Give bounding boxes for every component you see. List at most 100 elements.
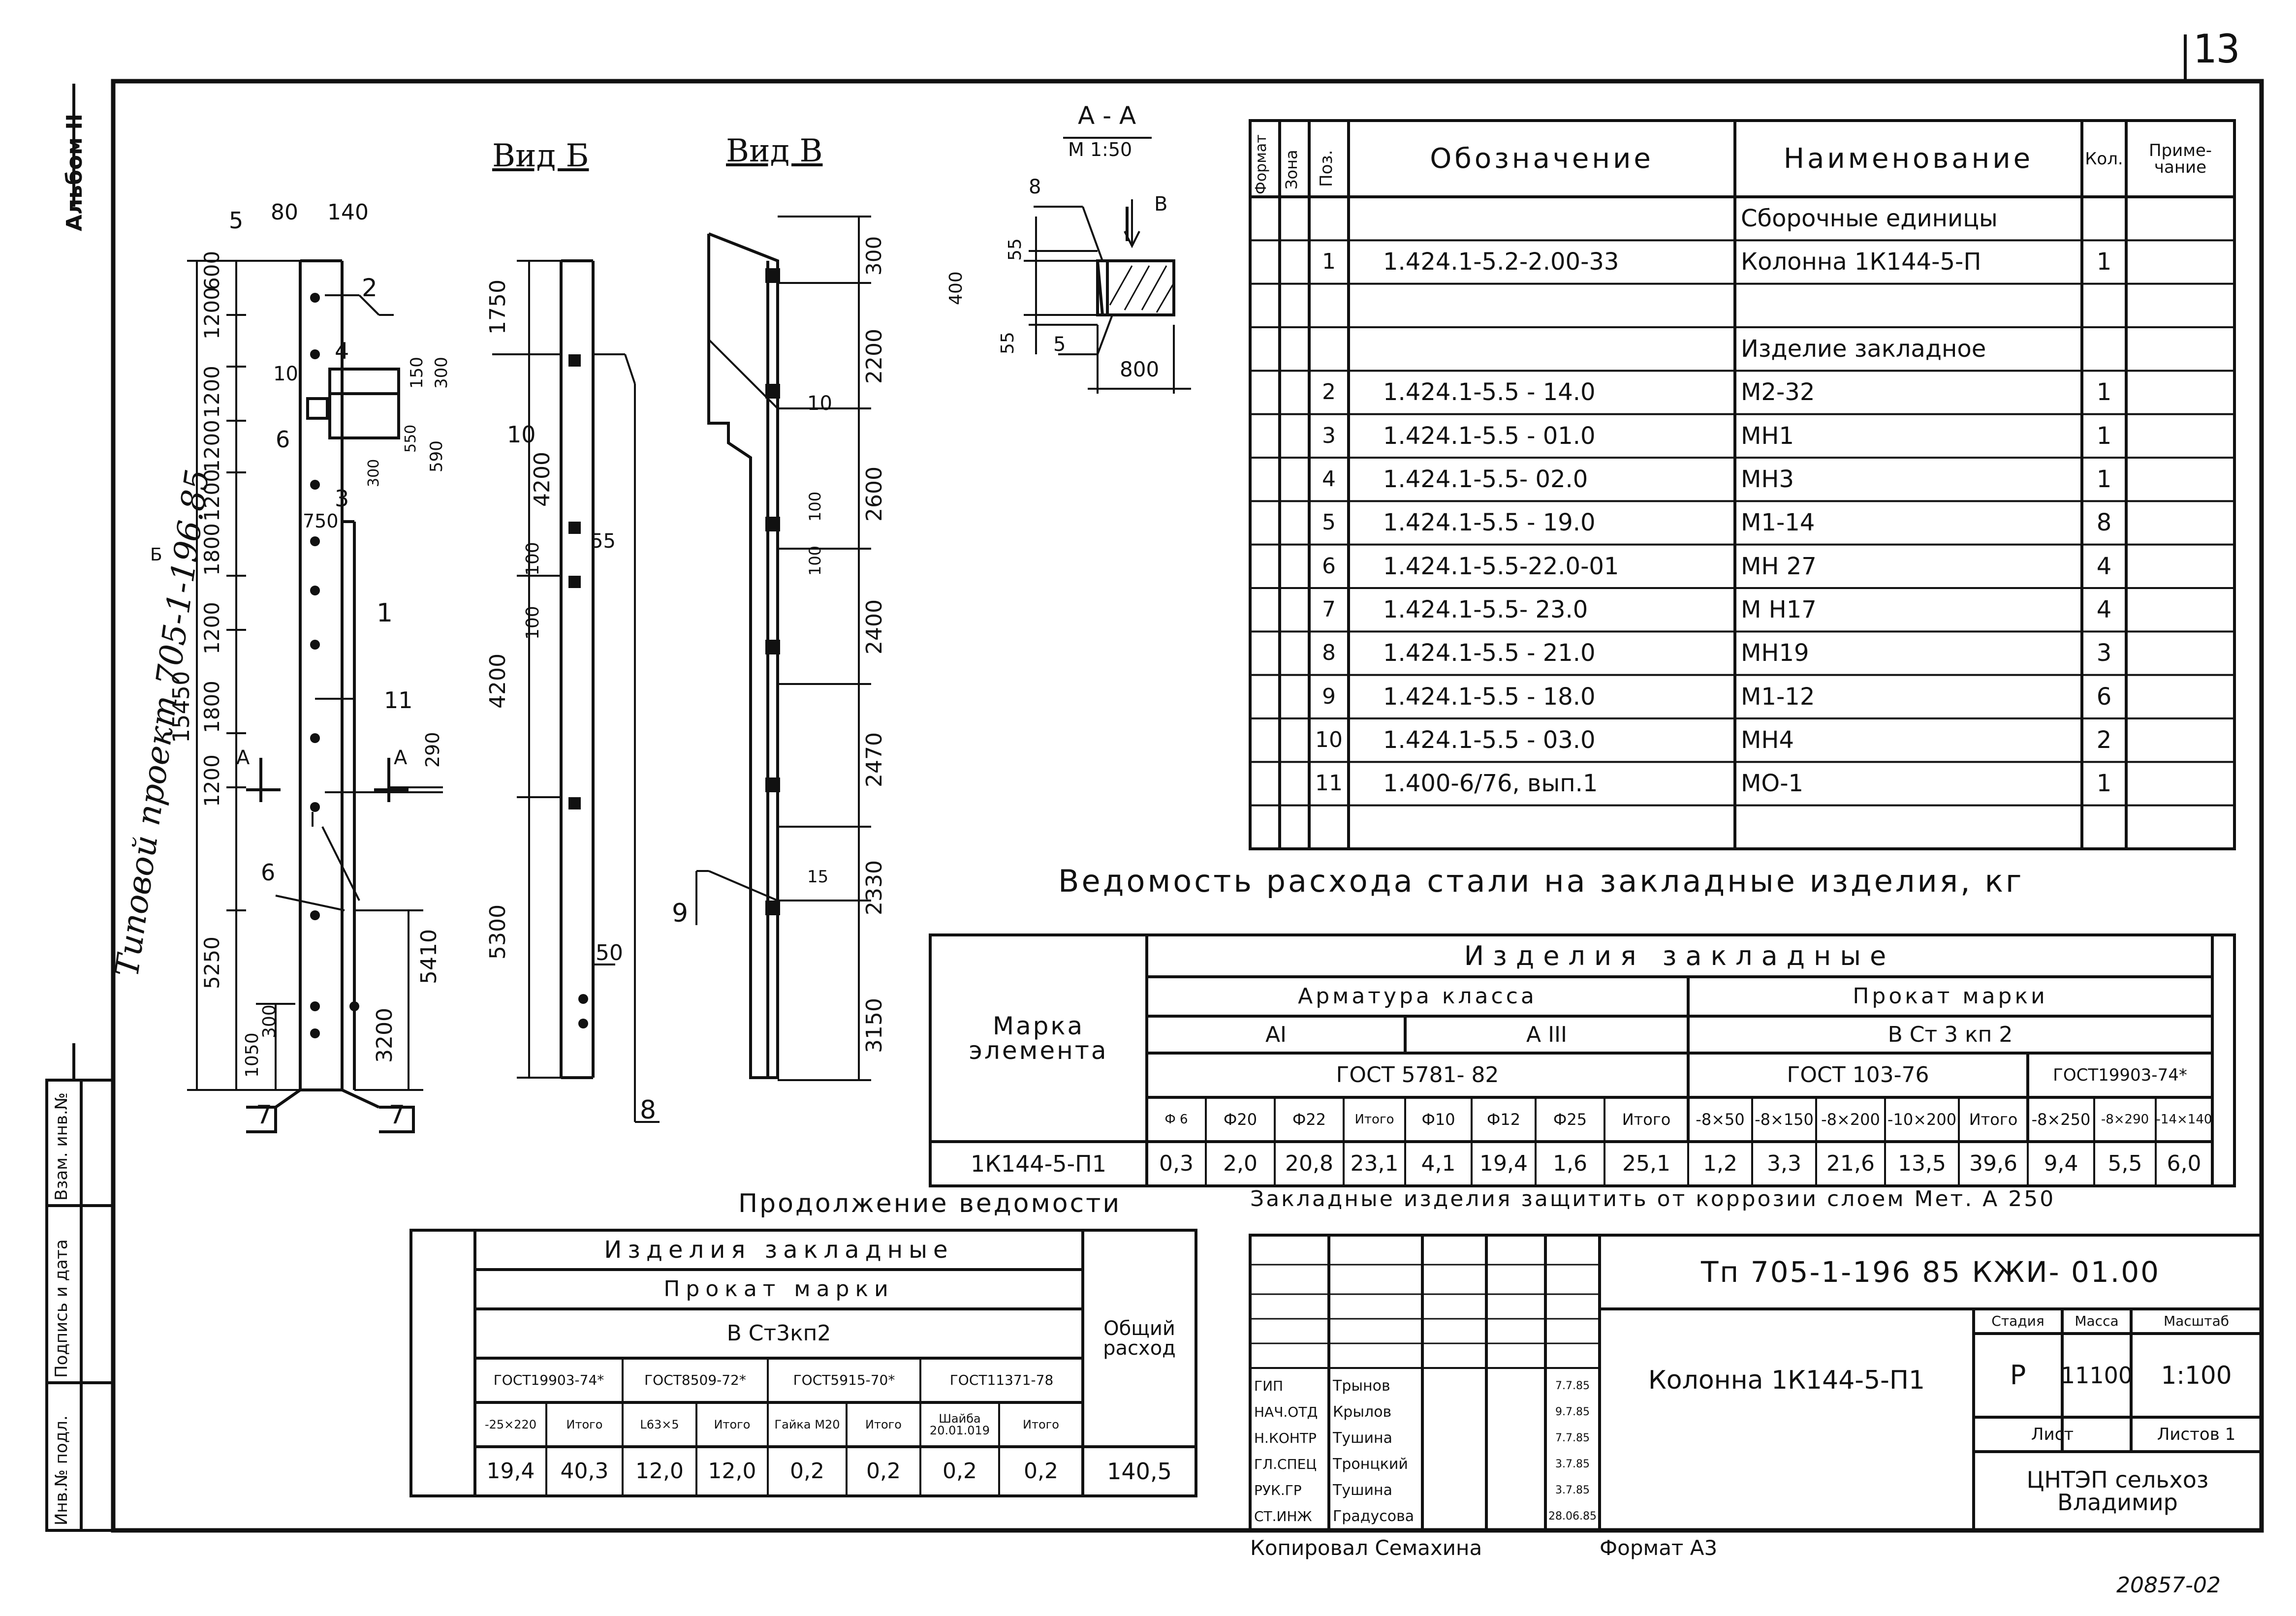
tb-role: РУК.ГР: [1254, 1482, 1302, 1498]
spec-cell-code: 1.424.1-5.2-2.00-33: [1383, 248, 1619, 276]
side-signature: Подпись и дата: [52, 1239, 71, 1378]
spec-cell-qty: 1: [2096, 466, 2112, 494]
cont-value: 40,3: [560, 1459, 609, 1484]
tb-role: Н.КОНТР: [1254, 1430, 1317, 1446]
steel-aiii: А III: [1526, 1022, 1567, 1047]
continuation-title: Продолжение ведомости: [738, 1189, 1122, 1218]
cont-value: 19,4: [486, 1459, 535, 1484]
dim-label: 300: [259, 1004, 280, 1038]
spec-cell-name: М1-14: [1741, 509, 1815, 537]
spec-cell-name: МН1: [1741, 422, 1794, 450]
dim-label: 550: [402, 424, 419, 453]
spec-cell-pos: [1309, 197, 1349, 240]
spec-cell-name: Изделие закладное: [1741, 335, 1986, 363]
tb-date: 3.7.85: [1555, 1484, 1590, 1496]
dim-label: 100: [523, 542, 543, 576]
spec-header-zone: Зона: [1282, 150, 1301, 189]
spec-cell-code: 1.400-6/76, вып.1: [1383, 770, 1598, 798]
spec-cell-name: МН 27: [1741, 552, 1817, 580]
cont-gost-header: ГОСТ19903-74*: [493, 1372, 604, 1388]
spec-cell-code: [1349, 284, 1735, 327]
tb-scale: 1:100: [2161, 1361, 2232, 1390]
dim-label: 5250: [200, 936, 224, 989]
dim-label: 2600: [862, 466, 887, 522]
dim-label: 300: [862, 236, 886, 276]
spec-cell-pos: 6: [1322, 553, 1336, 579]
spec-cell-qty: 1: [2096, 378, 2112, 406]
cont-group-header: Изделия закладные: [604, 1236, 954, 1264]
cont-prokat-header: Прокат марки: [663, 1276, 894, 1302]
dim-label: 1200: [200, 469, 224, 522]
tb-mass: 11100: [2062, 1362, 2131, 1389]
steel-prokat-header: Прокат марки: [1853, 984, 2048, 1009]
steel-value: 25,1: [1622, 1151, 1670, 1176]
spec-cell-code: 1.424.1-5.5 - 19.0: [1383, 509, 1596, 537]
view-v-title: Вид В: [726, 133, 823, 169]
spec-cell-pos: 5: [1322, 510, 1336, 535]
spec-cell-pos: 11: [1315, 771, 1343, 796]
tb-role: ГИП: [1254, 1377, 1284, 1394]
album-label: Альбом II: [62, 113, 87, 231]
side-replace: Взам. инв.№: [52, 1092, 71, 1201]
tb-role: СТ.ИНЖ: [1254, 1508, 1312, 1524]
tb-person-name: Крылов: [1333, 1403, 1392, 1421]
pos-label: 10: [507, 421, 536, 448]
steel-value: 1,6: [1553, 1151, 1587, 1176]
tb-date: 28.06.85: [1548, 1510, 1597, 1523]
steel-group-header: Изделия закладные: [1464, 940, 1895, 971]
steel-value: 13,5: [1898, 1151, 1946, 1176]
steel-value: 19,4: [1479, 1151, 1528, 1176]
steel-gost2: ГОСТ 103-76: [1787, 1062, 1929, 1088]
cont-value: 0,2: [943, 1459, 977, 1484]
spec-cell-name: [1735, 806, 2082, 849]
steel-armatura-header: Арматура класса: [1298, 984, 1537, 1009]
spec-cell-pos: 7: [1322, 597, 1336, 622]
spec-header-qty: Кол.: [2085, 149, 2123, 169]
tb-scale-header: Масштаб: [2163, 1313, 2230, 1329]
dim-label: 1800: [200, 523, 224, 576]
cont-total-value: 140,5: [1107, 1458, 1172, 1485]
spec-cell-qty: 1: [2096, 422, 2112, 450]
pos-label: 8: [1029, 176, 1041, 198]
tb-person-name: Тушина: [1333, 1429, 1393, 1447]
spec-cell-pos: 10: [1315, 727, 1343, 753]
pos-label: 11: [384, 687, 413, 714]
cont-col-header: Шайба 20.01.019: [929, 1412, 990, 1437]
tb-date: 7.7.85: [1555, 1379, 1590, 1392]
stamp-number: 20857-02: [2116, 1573, 2221, 1598]
spec-cell-code: 1.424.1-5.5- 23.0: [1383, 596, 1588, 624]
dim-label: 3150: [862, 998, 887, 1053]
dim-label: 750: [303, 510, 339, 532]
pos-label: 1: [377, 598, 393, 628]
dim-label: 140: [327, 200, 369, 225]
dim-label: 2200: [862, 329, 887, 384]
steel-value: 20,8: [1285, 1151, 1333, 1176]
sheet-number: 13: [2193, 26, 2240, 72]
steel-col-header: Ф25: [1553, 1110, 1587, 1129]
spec-cell-pos: 4: [1322, 466, 1336, 492]
tb-designation: Тп 705-1-196 85 КЖИ- 01.00: [1700, 1255, 2161, 1289]
dim-label: 5: [229, 207, 244, 234]
spec-header-name: Наименование: [1783, 142, 2034, 175]
dim-label: 150: [407, 357, 427, 389]
pos-label: 2: [362, 274, 377, 302]
pos-label: 10: [807, 392, 832, 415]
dim-label: 290: [422, 732, 443, 768]
dim-label: 1200: [200, 754, 224, 807]
pos-label: 10: [273, 363, 298, 385]
spec-cell-name: Сборочные единицы: [1741, 205, 1998, 233]
spec-cell-qty: 8: [2096, 509, 2112, 537]
cont-col-header: Итого: [1023, 1418, 1059, 1431]
spec-cell-qty: 4: [2096, 552, 2112, 580]
spec-cell-name: М1-12: [1741, 683, 1815, 711]
spec-cell-qty: [2082, 327, 2126, 371]
cont-value: 0,2: [1024, 1459, 1058, 1484]
tb-role: ГЛ.СПЕЦ: [1254, 1456, 1317, 1472]
steel-col-header: Итого: [1622, 1110, 1671, 1129]
copied-by: Копировал Семахина: [1250, 1536, 1482, 1560]
pos-label: 7: [256, 1100, 273, 1130]
pos-label: 6: [276, 426, 290, 453]
spec-cell-qty: 6: [2096, 683, 2112, 711]
dim-label: 80: [271, 200, 298, 225]
tb-person-name: Тронцкий: [1333, 1455, 1408, 1473]
